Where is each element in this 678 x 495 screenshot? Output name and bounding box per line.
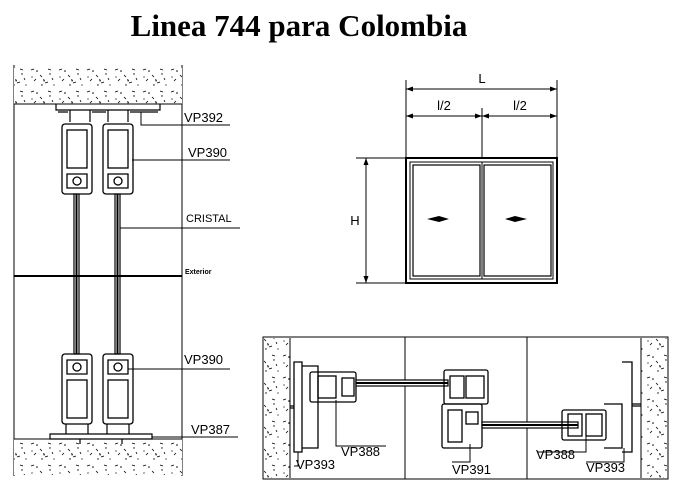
dim-width-label: L <box>478 71 485 86</box>
left-wall-concrete <box>264 338 290 478</box>
right-wall-concrete <box>641 338 667 478</box>
elevation-view: L l/2 l/2 H <box>350 71 558 284</box>
label-cristal: CRISTAL <box>186 213 232 225</box>
window-frame <box>405 157 558 284</box>
dim-half-left-label: l/2 <box>437 98 451 113</box>
upper-sash-left <box>61 123 93 195</box>
label-vp393-left: VP393 <box>296 457 335 472</box>
horizontal-section: VP393 VP388 VP391 VP388 VP393 <box>262 336 669 480</box>
right-jamb-profile <box>561 361 641 453</box>
upper-sash-right <box>102 123 134 195</box>
label-exterior: Exterior <box>185 269 212 276</box>
label-vp388-right: VP388 <box>536 447 575 462</box>
dim-half-right-label: l/2 <box>513 98 527 113</box>
meeting-stile-profile <box>441 369 489 449</box>
bottom-concrete <box>14 439 182 475</box>
sill-profile <box>49 424 153 444</box>
label-vp392: VP392 <box>184 110 223 125</box>
slide-left-arrow <box>505 216 527 222</box>
glass-panes <box>73 193 121 355</box>
top-concrete <box>14 68 182 104</box>
lower-sash-right <box>102 353 134 425</box>
slide-right-arrow <box>427 216 449 222</box>
left-jamb-profile <box>290 361 357 453</box>
label-vp388-left: VP388 <box>341 444 380 459</box>
label-vp390-top: VP390 <box>188 145 227 160</box>
head-profile <box>55 104 161 122</box>
dim-height-label: H <box>350 213 359 228</box>
vertical-section: VP392 VP390 CRISTAL Exterior VP390 VP387 <box>13 65 240 476</box>
label-vp387: VP387 <box>191 422 230 437</box>
label-vp393-right: VP393 <box>586 460 625 475</box>
label-vp390-bottom: VP390 <box>184 352 223 367</box>
page-title: Linea 744 para Colombia <box>131 8 468 43</box>
lower-sash-left <box>61 353 93 425</box>
label-vp391: VP391 <box>452 462 491 477</box>
